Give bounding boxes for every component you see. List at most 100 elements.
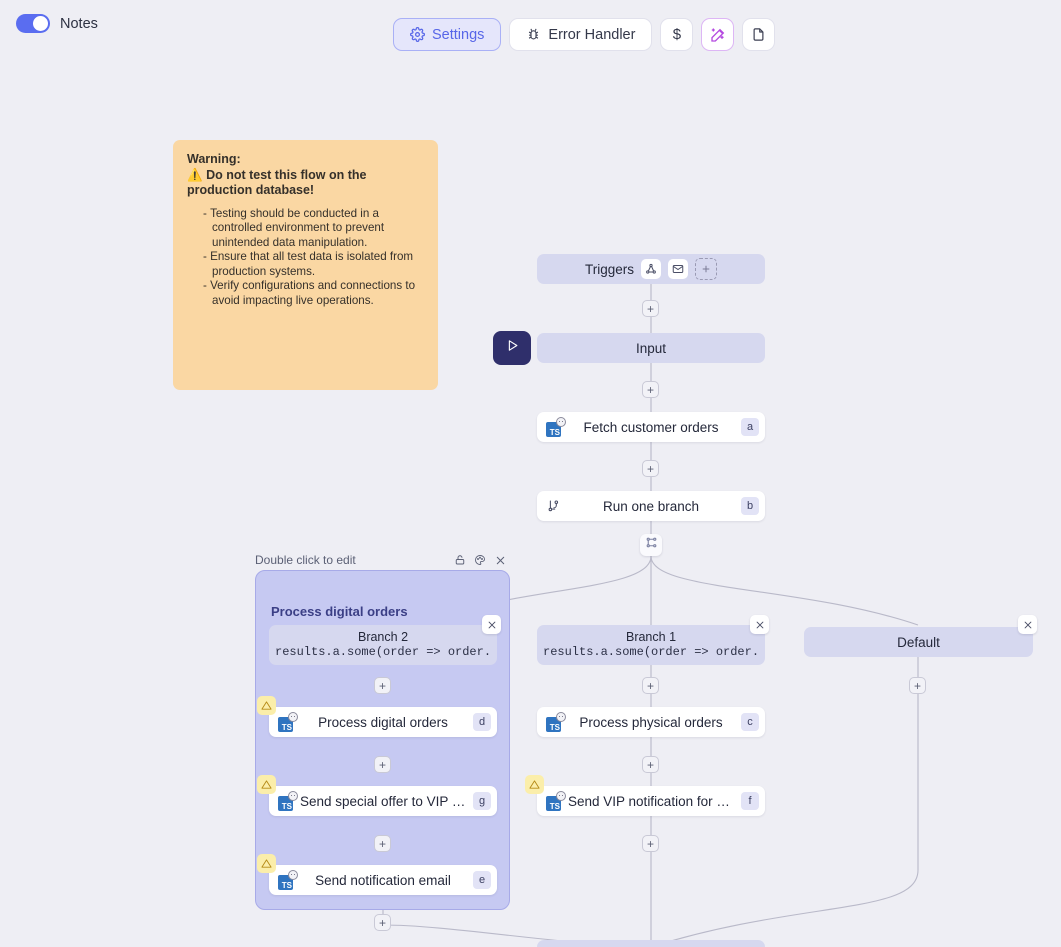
bullet-text: Ensure that all test data is isolated fr… — [210, 250, 413, 278]
step-node-d[interactable]: TS Process digital orders d — [269, 707, 497, 737]
plus-icon: + — [914, 680, 921, 692]
email-icon[interactable] — [668, 259, 688, 279]
step-node-e[interactable]: TS Send notification email e — [269, 865, 497, 895]
branch-default-node[interactable]: Default — [804, 627, 1033, 657]
sticky-note-title: Warning: — [187, 152, 424, 168]
branch-expression: results.a.some(order => order.type — [543, 645, 759, 660]
plus-icon: + — [647, 463, 654, 475]
sticky-note-headline: ⚠️ Do not test this flow on the producti… — [187, 168, 424, 199]
branch-name: Branch 2 — [275, 629, 491, 645]
plus-icon: + — [647, 303, 654, 315]
add-trigger-icon[interactable] — [695, 258, 717, 280]
add-step-handle[interactable]: + — [374, 914, 391, 931]
close-icon — [755, 620, 765, 630]
step-node-c[interactable]: TS Process physical orders c — [537, 707, 765, 737]
add-step-handle[interactable]: + — [642, 835, 659, 852]
remove-branch-button[interactable] — [750, 615, 769, 634]
step-label: Fetch customer orders — [583, 420, 718, 435]
list-item: - Testing should be conducted in a contr… — [203, 207, 424, 251]
plus-icon: + — [647, 680, 654, 692]
warning-badge[interactable] — [257, 696, 276, 715]
typescript-icon: TS — [278, 870, 298, 890]
typescript-icon: TS — [546, 791, 566, 811]
step-key-badge: d — [473, 713, 491, 731]
plus-icon: + — [647, 838, 654, 850]
typescript-icon: TS — [278, 791, 298, 811]
step-label: Send notification email — [315, 873, 451, 888]
status-dot-icon — [556, 791, 566, 801]
triggers-label: Triggers — [585, 262, 634, 277]
step-key-badge: f — [741, 792, 759, 810]
add-step-handle[interactable]: + — [642, 677, 659, 694]
branch-split-icon — [645, 536, 658, 554]
step-node-a[interactable]: TS Fetch customer orders a — [537, 412, 765, 442]
step-key-badge: c — [741, 713, 759, 731]
warning-triangle-icon — [261, 700, 272, 711]
bullet-text: Testing should be conducted in a control… — [210, 207, 384, 249]
sticky-note-headline-text: Do not test this flow on the production … — [187, 168, 366, 198]
warning-badge[interactable] — [525, 775, 544, 794]
group-edit-hint: Double click to edit — [255, 553, 450, 567]
branch-split-handle[interactable] — [640, 534, 662, 556]
step-node-b[interactable]: Run one branch b — [537, 491, 765, 521]
add-step-handle[interactable]: + — [642, 300, 659, 317]
close-icon[interactable] — [490, 555, 510, 566]
play-icon — [505, 338, 520, 358]
branch-icon — [546, 499, 561, 514]
list-item: - Ensure that all test data is isolated … — [203, 250, 424, 279]
typescript-icon: TS — [546, 712, 566, 732]
add-step-handle[interactable]: + — [642, 756, 659, 773]
group-title: Process digital orders — [271, 604, 408, 619]
warning-triangle-icon — [529, 779, 540, 790]
plus-icon: + — [379, 838, 386, 850]
status-dot-icon — [288, 791, 298, 801]
add-step-handle[interactable]: + — [642, 460, 659, 477]
step-key-badge: e — [473, 871, 491, 889]
branch-name: Branch 1 — [543, 629, 759, 645]
branch-condition-branch-2[interactable]: Branch 2 results.a.some(order => order.t… — [269, 625, 497, 665]
branch-name: Default — [897, 635, 940, 650]
step-key-badge: a — [741, 418, 759, 436]
plus-icon: + — [379, 680, 386, 692]
palette-icon[interactable] — [470, 554, 490, 566]
plus-icon: + — [379, 917, 386, 929]
status-dot-icon — [288, 712, 298, 722]
step-label: Process digital orders — [318, 715, 448, 730]
status-dot-icon — [288, 870, 298, 880]
branch-condition-branch-1[interactable]: Branch 1 results.a.some(order => order.t… — [537, 625, 765, 665]
webhook-icon[interactable] — [641, 259, 661, 279]
input-label: Input — [636, 341, 666, 356]
warning-badge[interactable] — [257, 775, 276, 794]
step-key-badge: g — [473, 792, 491, 810]
remove-branch-button[interactable] — [482, 615, 501, 634]
run-flow-button[interactable] — [493, 331, 531, 365]
plus-icon: + — [647, 384, 654, 396]
status-dot-icon — [556, 417, 566, 427]
step-node-f[interactable]: TS Send VIP notification for physical...… — [537, 786, 765, 816]
typescript-icon: TS — [278, 712, 298, 732]
merge-node-partial[interactable] — [537, 940, 765, 947]
bullet-text: Verify configurations and connections to… — [210, 279, 415, 307]
step-label: Send special offer to VIP digital c... — [300, 794, 466, 809]
warning-badge[interactable] — [257, 854, 276, 873]
add-step-handle[interactable]: + — [374, 677, 391, 694]
branch-expression: results.a.some(order => order.type — [275, 645, 491, 660]
remove-branch-button[interactable] — [1018, 615, 1037, 634]
step-label: Run one branch — [603, 499, 699, 514]
add-step-handle[interactable]: + — [909, 677, 926, 694]
input-node[interactable]: Input — [537, 333, 765, 363]
add-step-handle[interactable]: + — [374, 835, 391, 852]
lock-icon[interactable] — [450, 554, 470, 566]
sticky-note-warning[interactable]: Warning: ⚠️ Do not test this flow on the… — [173, 140, 438, 390]
add-step-handle[interactable]: + — [642, 381, 659, 398]
plus-icon: + — [379, 759, 386, 771]
step-key-badge: b — [741, 497, 759, 515]
add-step-handle[interactable]: + — [374, 756, 391, 773]
triggers-node[interactable]: Triggers — [537, 254, 765, 284]
step-node-g[interactable]: TS Send special offer to VIP digital c..… — [269, 786, 497, 816]
typescript-icon: TS — [546, 417, 566, 437]
group-body[interactable]: Process digital orders — [255, 570, 510, 910]
